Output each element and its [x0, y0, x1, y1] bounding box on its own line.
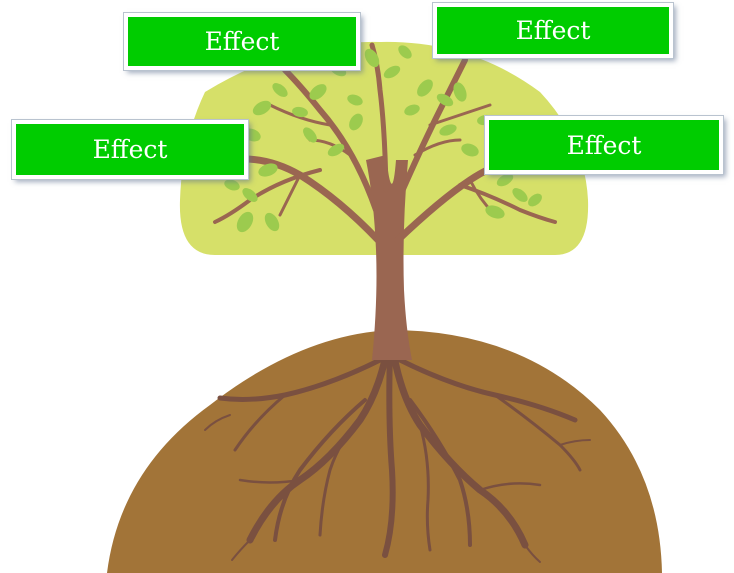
effect-box-top-right[interactable]: Effect — [432, 2, 674, 59]
soil-mound — [107, 330, 662, 573]
effect-box-top-left[interactable]: Effect — [123, 12, 361, 71]
effect-label: Effect — [92, 135, 168, 164]
tree-branches — [213, 42, 557, 244]
effect-label: Effect — [515, 16, 591, 45]
tree-roots — [204, 341, 591, 563]
effect-box-middle-left[interactable]: Effect — [11, 119, 249, 180]
effect-label: Effect — [566, 130, 642, 160]
effect-label: Effect — [204, 27, 280, 56]
effect-box-middle-right[interactable]: Effect — [484, 115, 724, 175]
